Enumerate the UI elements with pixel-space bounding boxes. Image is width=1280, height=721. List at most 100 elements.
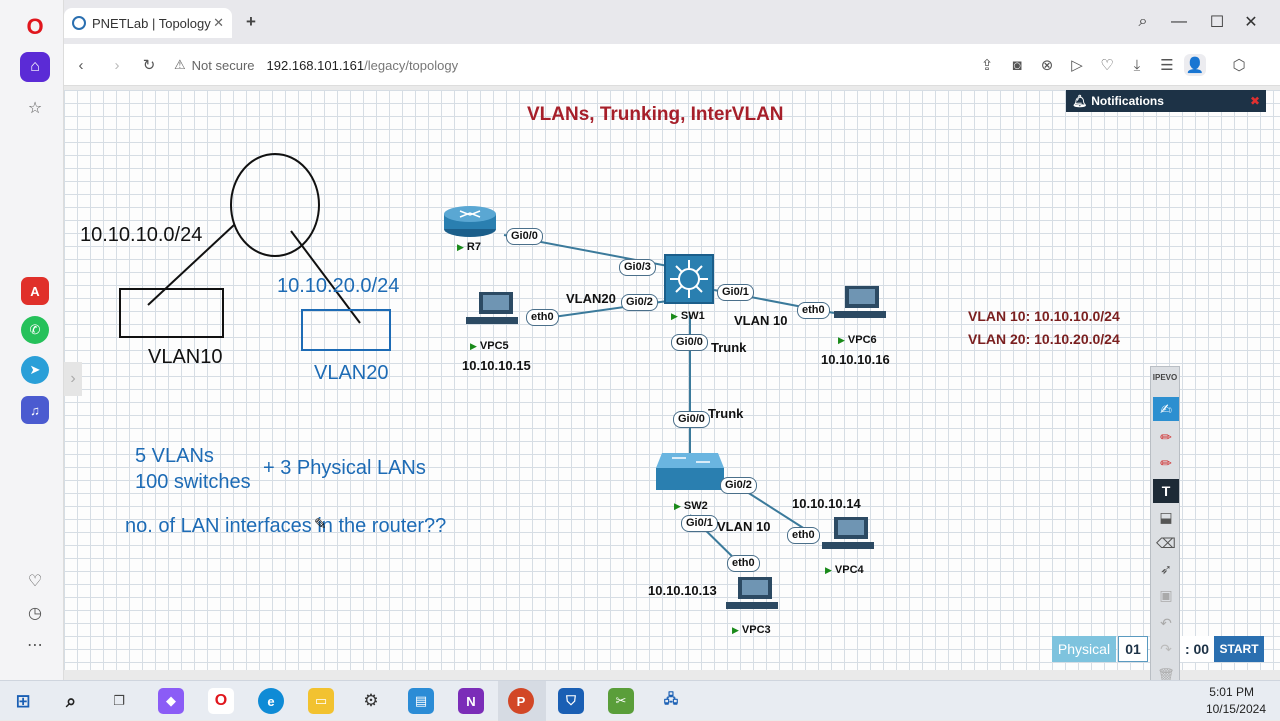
file-explorer-icon[interactable]: ▭ [308, 688, 334, 714]
powerpoint-icon[interactable]: P [508, 688, 534, 714]
ip-vpc6: 10.10.10.16 [821, 352, 890, 367]
start-button[interactable]: START [1214, 636, 1264, 662]
vlan-info-line2: VLAN 20: 10.10.20.0/24 [968, 331, 1120, 347]
port-sw1-gi00: Gi0/0 [671, 334, 708, 351]
link-label-vlan10-top: VLAN 10 [734, 313, 788, 328]
bell-icon: 🔔︎ [1072, 94, 1088, 108]
pnetlab-favicon-icon [72, 16, 86, 30]
tab-pnetlab[interactable]: PNETLab | Topology ✕ [64, 8, 232, 38]
close-window-icon[interactable]: ✕ [1244, 14, 1258, 31]
speed-dial-icon[interactable]: ☆ [27, 100, 43, 117]
search-tabs-icon[interactable]: ⌕ [1138, 13, 1148, 30]
port-vpc5-eth0: eth0 [526, 309, 559, 326]
annotation-5-vlans: 5 VLANs [135, 445, 214, 467]
undo-icon[interactable]: ↶ [1160, 614, 1172, 631]
toolbox-icon[interactable]: ▣ [1159, 586, 1173, 603]
port-sw1-gi01: Gi0/1 [717, 284, 754, 301]
snipping-tool-icon[interactable]: ✂ [608, 688, 634, 714]
download-icon[interactable]: ⤓ [1133, 56, 1141, 74]
back-icon[interactable]: ‹ [78, 56, 84, 74]
vpc3-icon [726, 577, 778, 609]
line-circle-vlan10 [147, 224, 235, 306]
maximize-icon[interactable]: ☐ [1209, 14, 1225, 31]
history-icon[interactable]: ◷ [28, 605, 42, 622]
aria-app-icon[interactable]: A [20, 276, 50, 306]
device-label-vpc6[interactable]: ▶VPC6 [838, 334, 877, 346]
red-pen-icon[interactable]: ✏ [1160, 428, 1172, 445]
device-label-vpc5[interactable]: ▶VPC5 [470, 340, 509, 352]
player-icon[interactable]: ▷ [1071, 57, 1083, 74]
switch-sw2-icon [656, 453, 724, 490]
reload-icon[interactable]: ↻ [142, 57, 156, 74]
new-tab-button[interactable]: + [246, 12, 256, 31]
annotation-100-switches: 100 switches [135, 471, 251, 493]
whatsapp-icon[interactable]: ✆ [20, 315, 50, 345]
adblock-icon[interactable]: ⊗ [1040, 57, 1054, 74]
opera-logo-icon[interactable]: O [26, 14, 44, 39]
topology-canvas[interactable]: › [64, 90, 1280, 670]
device-label-sw1[interactable]: ▶SW1 [671, 310, 705, 322]
address-bar: ‹ › ↻ ⚠ Not secure 192.168.101.161 /lega… [64, 44, 1280, 86]
remote-desktop-icon[interactable]: ▤ [408, 688, 434, 714]
tray-date[interactable]: 10/15/2024 [1205, 702, 1266, 716]
sidebar-expand-handle[interactable]: › [64, 362, 82, 396]
search-icon[interactable]: ⌕ [65, 690, 77, 711]
edge-icon[interactable]: e [258, 688, 284, 714]
red-marker-icon[interactable]: ✏ [1160, 454, 1172, 471]
physical-button[interactable]: Physical [1052, 636, 1116, 662]
port-vpc3-eth0: eth0 [727, 555, 760, 572]
timer-time: : 00 [1180, 636, 1214, 662]
trash-icon[interactable]: 🗑︎ [1157, 666, 1175, 683]
telegram-icon[interactable]: ➤ [20, 355, 50, 385]
windows-start-icon[interactable]: ⊞ [15, 690, 31, 711]
network-tool-icon[interactable]: 🖧︎ [663, 691, 679, 706]
opera-taskbar-icon[interactable]: O [208, 688, 234, 714]
timer-counter[interactable]: 01 [1118, 636, 1148, 662]
favorites-icon[interactable]: ♡ [27, 573, 43, 590]
settings-icon[interactable]: ⚙ [363, 691, 379, 710]
close-notifications-icon[interactable]: ✖ [1249, 94, 1260, 108]
annotation-vlan20: VLAN20 [314, 362, 389, 384]
music-player-icon[interactable]: ♫ [20, 395, 50, 425]
more-icon[interactable]: ⋯ [27, 637, 43, 654]
link-label-vlan10-bottom: VLAN 10 [717, 519, 771, 534]
profile-icon[interactable]: 👤 [1184, 54, 1206, 76]
device-label-sw2[interactable]: ▶SW2 [674, 500, 708, 512]
minimize-icon[interactable]: — [1171, 13, 1187, 30]
device-label-vpc4[interactable]: ▶VPC4 [825, 564, 864, 576]
tray-time[interactable]: 5:01 PM [1209, 685, 1254, 699]
device-label-vpc3[interactable]: ▶VPC3 [732, 624, 771, 636]
notifications-bar[interactable]: 🔔︎ Notifications ✖ [1066, 90, 1266, 112]
text-tool-icon[interactable]: T [1153, 479, 1179, 503]
home-icon[interactable]: ⌂ [20, 52, 50, 82]
vpc6-icon [834, 286, 886, 318]
forward-icon[interactable]: › [114, 56, 120, 74]
task-view-icon[interactable]: ❐ [113, 693, 125, 708]
windows-taskbar: ⊞ ⌕ ❐ ◆ O e ▭ ⚙ ▤ N P ⛉ ✂ 🖧︎ 5:01 PM 10/… [0, 680, 1280, 721]
snapshot-icon[interactable]: ◙ [1012, 56, 1022, 74]
onenote-icon[interactable]: N [458, 688, 484, 714]
heart-icon[interactable]: ♡ [1100, 57, 1114, 74]
close-tab-icon[interactable]: ✕ [213, 15, 224, 30]
link-label-trunk2: Trunk [708, 406, 744, 421]
stamp-tool-icon[interactable]: ⬓ [1159, 508, 1173, 525]
copilot-icon[interactable]: ◆ [158, 688, 184, 714]
pointer-icon[interactable]: ➶ [1160, 560, 1172, 577]
vlan-info-line1: VLAN 10: 10.10.10.0/24 [968, 308, 1120, 324]
url-host: 192.168.101.161 [266, 57, 365, 73]
share-icon[interactable]: ⇪ [980, 57, 994, 74]
annotation-net2: 10.10.20.0/24 [277, 275, 400, 297]
redo-icon[interactable]: ↷ [1160, 640, 1172, 657]
ipevo-label: IPEVO [1152, 373, 1178, 382]
pen-tool-icon[interactable]: ✍ [1153, 397, 1179, 421]
device-label-r7[interactable]: ▶R7 [457, 241, 481, 253]
extensions-icon[interactable]: ⬡ [1232, 57, 1246, 74]
tab-strip: PNETLab | Topology ✕ + ⌕ — ☐ ✕ [64, 0, 1280, 44]
port-vpc6-eth0: eth0 [797, 302, 830, 319]
url-field[interactable]: ⚠ Not secure 192.168.101.161 /legacy/top… [174, 54, 458, 76]
notifications-label: Notifications [1091, 94, 1164, 108]
defender-icon[interactable]: ⛉ [558, 688, 584, 714]
easy-setup-icon[interactable]: ☰ [1160, 57, 1174, 74]
eraser-icon[interactable]: ⌫ [1156, 534, 1176, 551]
port-vpc4-eth0: eth0 [787, 527, 820, 544]
